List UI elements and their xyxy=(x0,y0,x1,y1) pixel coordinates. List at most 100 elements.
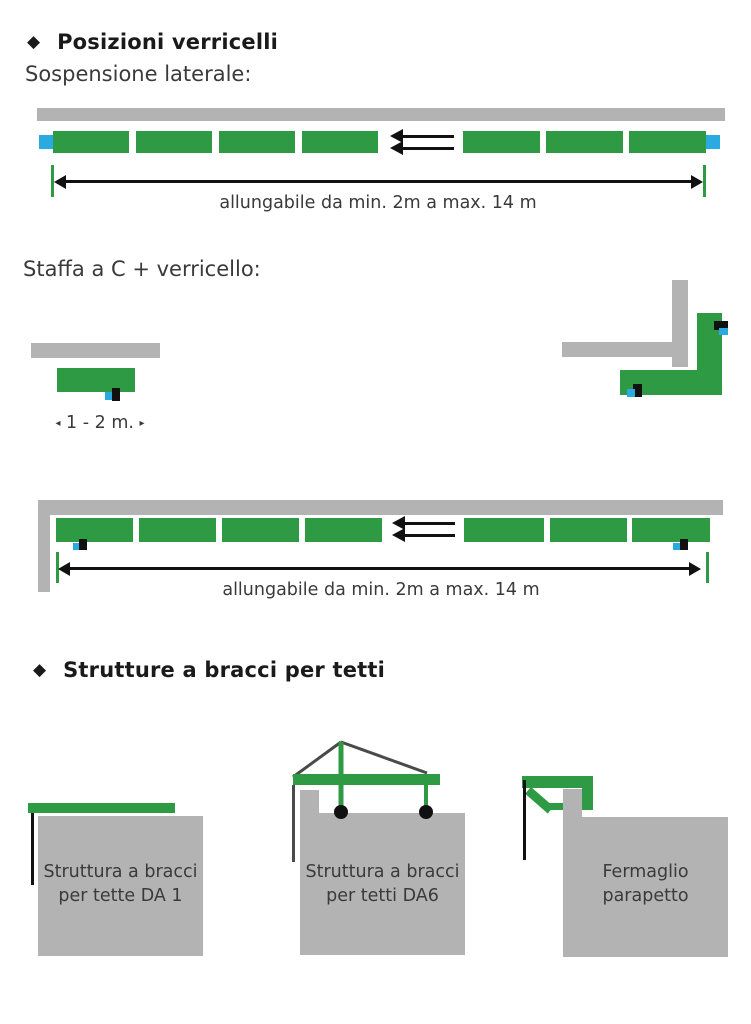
caption-line: per tette DA 1 xyxy=(58,885,183,906)
end-cap-left xyxy=(39,135,53,149)
building-block xyxy=(38,816,203,956)
arrowhead-icon xyxy=(390,129,403,143)
range-text: 1 - 2 m. xyxy=(66,413,134,433)
ceiling-beam xyxy=(37,108,725,121)
ceiling-beam xyxy=(38,500,723,515)
winch-marker-black xyxy=(79,539,87,550)
dimension-label: allungabile da min. 2m a max. 14 m xyxy=(219,193,537,213)
clamp-bottom-lip xyxy=(548,803,563,810)
diagram-parete-laterale: allungabile da min. 2m a max. 14 m xyxy=(0,480,751,620)
caption: Struttura a bracci per tette DA 1 xyxy=(38,861,203,908)
roof-arm xyxy=(28,803,175,813)
direction-arrow-left xyxy=(390,129,454,143)
section-header-strutture: ◆ Strutture a bracci per tetti xyxy=(33,658,385,682)
diamond-icon: ◆ xyxy=(33,659,47,680)
track-row xyxy=(0,518,751,542)
right-tick-icon: ▸ xyxy=(139,418,145,429)
track-segment xyxy=(139,518,216,542)
dimension-tick-right xyxy=(703,165,706,197)
track-segment xyxy=(53,131,129,153)
caption-line: Struttura a bracci xyxy=(305,862,460,882)
arrowhead-icon xyxy=(58,561,70,576)
arrowhead-icon xyxy=(390,141,403,155)
dimension-tick-left xyxy=(51,165,54,197)
building-block xyxy=(563,817,728,957)
anchor-line xyxy=(523,780,526,860)
caption-line: Fermaglio xyxy=(602,862,689,882)
anchor-dot xyxy=(419,805,433,819)
track-segment xyxy=(222,518,299,542)
parapet-column xyxy=(563,789,582,819)
anchor-dot xyxy=(334,805,348,819)
roof-diagram-da6: Struttura a bracci per tetti DA6 xyxy=(280,730,480,970)
track-segment xyxy=(629,131,706,153)
track-segment xyxy=(219,131,295,153)
direction-arrow-left xyxy=(392,528,455,542)
section-title-strutture: Strutture a bracci per tetti xyxy=(63,658,386,682)
clamp-right-leg xyxy=(582,788,593,810)
dimension-tick-right xyxy=(706,552,709,583)
hook-marker-blue xyxy=(627,389,635,397)
end-cap-right xyxy=(706,135,720,149)
arrowhead-icon xyxy=(691,174,703,189)
trolley-body xyxy=(57,368,135,392)
section-title-posizioni: Posizioni verricelli xyxy=(57,30,279,54)
arrowhead-icon xyxy=(689,561,701,576)
parapet-column xyxy=(300,790,319,815)
dimension-label: allungabile da min. 2m a max. 14 m xyxy=(222,580,540,600)
track-segment xyxy=(550,518,627,542)
track-segment xyxy=(302,131,378,153)
dimension-line xyxy=(62,180,696,183)
section-header-posizioni: ◆ Posizioni verricelli xyxy=(27,30,278,54)
winch-marker-black xyxy=(112,388,120,401)
track-segment xyxy=(464,518,544,542)
label-sospensione-laterale: Sospensione laterale: xyxy=(25,62,252,86)
direction-arrow-left xyxy=(390,141,454,155)
track-segment xyxy=(136,131,212,153)
caption: Struttura a bracci per tetti DA6 xyxy=(300,861,465,908)
wall-beam xyxy=(562,342,688,357)
arrowhead-icon xyxy=(54,174,66,189)
caption-line: Struttura a bracci xyxy=(43,862,198,882)
winch-marker-black xyxy=(680,539,688,550)
winch-marker-black xyxy=(714,321,728,330)
truss-diagonal-right xyxy=(340,740,428,775)
caption-line: parapetto xyxy=(602,885,689,906)
track-segment xyxy=(56,518,133,542)
roof-diagram-da1: Struttura a bracci per tette DA 1 xyxy=(0,730,240,970)
track-segment xyxy=(305,518,382,542)
truss-overlay xyxy=(292,740,440,862)
dimension-tick-left xyxy=(56,552,59,583)
hook-marker-blue xyxy=(105,392,114,400)
roof-arm xyxy=(293,774,440,785)
dimension-line xyxy=(66,567,694,570)
label-staffa-c: Staffa a C + verricello: xyxy=(23,257,261,281)
arrowhead-icon xyxy=(392,516,405,530)
diagram-sospensione-laterale: allungabile da min. 2m a max. 14 m xyxy=(0,0,751,230)
diagram-staffa-c-left: ◂ 1 - 2 m. ▸ xyxy=(0,330,260,440)
caption-line: per tetti DA6 xyxy=(326,885,439,906)
diamond-icon: ◆ xyxy=(27,31,41,52)
winch-marker-black xyxy=(633,384,642,397)
clamp-top-bar xyxy=(522,776,593,788)
anchor-line xyxy=(31,813,34,885)
hook-marker-blue xyxy=(719,328,728,335)
track-segment xyxy=(463,131,540,153)
track-segment xyxy=(546,131,623,153)
truss-diagonal-left xyxy=(292,740,342,779)
roof-diagram-fermaglio: Fermaglio parapetto xyxy=(510,730,751,970)
clamp-diagonal-brace xyxy=(525,787,554,814)
wall-corner-vertical xyxy=(38,500,50,592)
building-block xyxy=(300,813,465,955)
direction-arrow-left xyxy=(392,516,455,530)
caption: Fermaglio parapetto xyxy=(563,861,728,908)
track-row xyxy=(0,131,751,153)
hook-marker-blue xyxy=(73,543,80,550)
wall-beam xyxy=(31,343,160,358)
diagram-staffa-c-right xyxy=(540,270,751,410)
hook-marker-blue xyxy=(673,543,680,550)
arrowhead-icon xyxy=(392,528,405,542)
left-tick-icon: ◂ xyxy=(55,418,61,429)
track-segment xyxy=(632,518,710,542)
